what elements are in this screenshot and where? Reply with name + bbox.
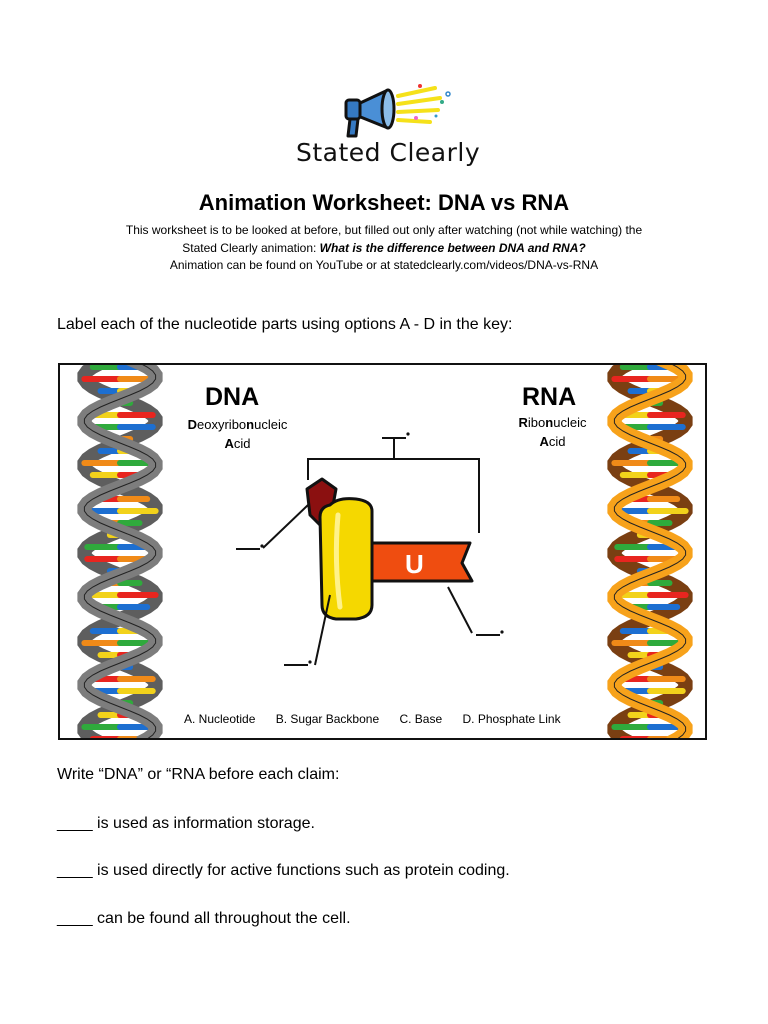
animation-title: What is the difference between DNA and R… [319,240,586,255]
intro-line-3: Animation can be found on YouTube or at … [169,258,599,272]
page-title: Animation Worksheet: DNA vs RNA [198,190,570,215]
rna-back-strand [607,365,693,738]
megaphone-icon [344,84,451,138]
dna-back-strand [77,365,163,738]
claim-3[interactable]: ____ can be found all throughout the cel… [57,910,351,927]
intro-line-2-prefix: Stated Clearly animation: [182,240,320,255]
rna-text-ucleic: ucleic [553,415,587,430]
dna-text-eoxyribo: eoxyribo [197,417,247,432]
figure-drawing [77,365,693,738]
rna-text-ibo: ibo [527,415,546,430]
brand-name: Stated Clearly [296,138,481,167]
dna-front-outline [83,365,157,738]
dna-text-cid: cid [233,436,251,451]
base-letter: U [405,549,424,579]
rna-full-name: Ribonucleic Acid [500,413,605,451]
rna-letter-n: n [545,415,554,430]
label-instruction: Label each of the nucleotide parts using… [57,316,513,333]
dna-letter-d: D [187,417,198,432]
rna-front-strand [607,365,693,738]
intro-line-2: Stated Clearly animation: What is the di… [0,240,768,258]
claims-instruction: Write “DNA” or “RNA before each claim: [57,766,340,783]
rna-front-outline [613,365,687,738]
key-option-c: C. Base [399,712,443,726]
claim-1[interactable]: ____ is used as information storage. [57,815,315,832]
rna-letter-r: R [518,415,528,430]
nucleotide-figure: DNA Deoxyribonucleic Acid RNA Ribonuclei… [58,363,707,740]
intro-line-1: This worksheet is to be looked at before… [125,223,643,237]
answer-key: A. Nucleotide B. Sugar Backbone C. Base … [184,712,578,726]
sugar-shape [318,497,374,621]
key-option-a: A. Nucleotide [184,712,256,726]
dna-text-ucleic: ucleic [254,417,288,432]
key-option-d: D. Phosphate Link [462,712,561,726]
intro-text: This worksheet is to be looked at before… [0,222,768,275]
rna-letter-a: A [539,434,549,449]
claim-2[interactable]: ____ is used directly for active functio… [57,862,510,879]
key-option-b: B. Sugar Backbone [275,712,380,726]
dna-letter-n: n [246,417,255,432]
dna-letter-a: A [224,436,234,451]
dna-helix-illustration [77,365,163,738]
dna-heading: DNA [205,383,260,411]
rna-text-cid: cid [548,434,566,449]
dna-full-name: Deoxyribonucleic Acid [175,415,300,453]
rna-helix-illustration [607,365,693,738]
dna-front-strand [77,365,163,738]
rna-heading: RNA [522,383,577,411]
